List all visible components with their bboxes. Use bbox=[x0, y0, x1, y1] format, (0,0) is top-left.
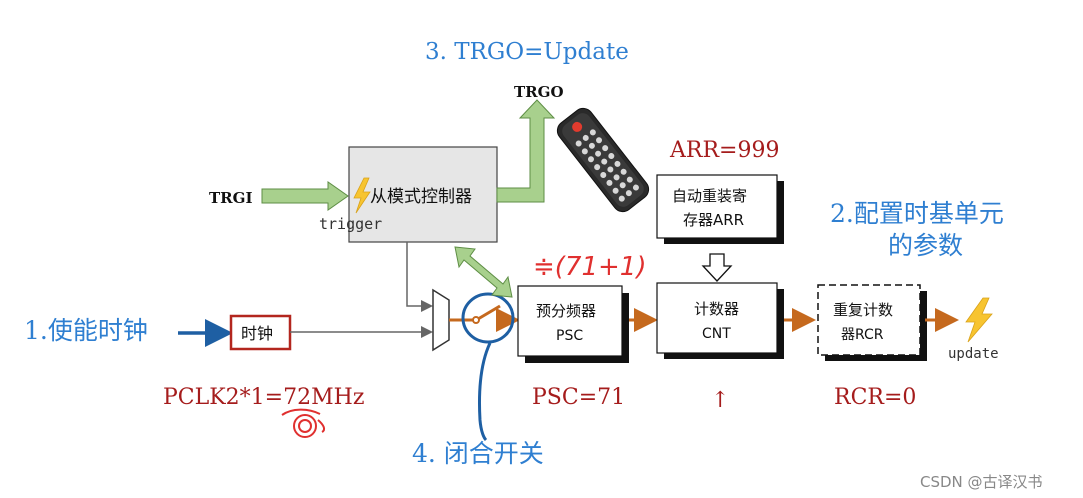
csdn-watermark: CSDN @古译汉书 bbox=[920, 473, 1043, 491]
step-3-trgo-update: 3. TRGO=Update bbox=[425, 39, 629, 65]
auto-reload-block bbox=[656, 174, 778, 239]
controller-to-mux-line bbox=[406, 242, 433, 312]
arr-to-cnt-arrow bbox=[701, 253, 733, 282]
clock-block bbox=[229, 314, 292, 351]
trgi-label: TRGI bbox=[209, 189, 252, 207]
counter-block bbox=[656, 282, 778, 354]
arr-value: ARR=999 bbox=[669, 138, 779, 163]
update-bolt-icon bbox=[965, 297, 993, 343]
step-1-enable-clock: 1.使能时钟 bbox=[24, 316, 148, 345]
trgo-arrow bbox=[496, 99, 556, 203]
step-2-config-line1: 2.配置时基单元 bbox=[830, 199, 1004, 228]
remote-control-icon bbox=[556, 107, 650, 213]
update-label: update bbox=[948, 346, 999, 362]
pclk-value: PCLK2*1=72MHz bbox=[163, 385, 364, 410]
counter-label-line1: 计数器 bbox=[694, 300, 739, 318]
prescaler-factor-note: ≑(71+1) bbox=[533, 252, 646, 282]
trgo-label: TRGO bbox=[514, 83, 564, 101]
clock-mux bbox=[432, 288, 450, 352]
prescaler-label-line2: PSC bbox=[556, 328, 583, 344]
rcr-value: RCR=0 bbox=[834, 385, 916, 410]
repetition-label-line1: 重复计数 bbox=[833, 301, 893, 319]
trigger-bolt-icon bbox=[353, 177, 371, 214]
frequency-scribble-mark bbox=[281, 408, 326, 438]
controller-psc-link-arrow bbox=[454, 246, 513, 298]
repetition-block bbox=[817, 284, 921, 356]
repetition-label-line2: 器RCR bbox=[841, 327, 884, 343]
slave-mode-controller-block bbox=[348, 146, 498, 243]
prescaler-label-line1: 预分频器 bbox=[536, 302, 596, 320]
switch-pointer-stroke bbox=[478, 342, 492, 442]
slave-mode-controller-label: 从模式控制器 bbox=[370, 187, 472, 207]
auto-reload-label-line2: 存器ARR bbox=[683, 211, 744, 229]
psc-value: PSC=71 bbox=[532, 385, 625, 410]
trgi-arrow bbox=[261, 181, 349, 211]
step-4-close-switch: 4. 闭合开关 bbox=[412, 439, 544, 468]
switch-blade bbox=[477, 304, 501, 321]
clock-label: 时钟 bbox=[241, 324, 273, 343]
step-2-config-line2: 的参数 bbox=[888, 231, 963, 260]
counter-label-line2: CNT bbox=[702, 326, 731, 342]
prescaler-block bbox=[517, 285, 623, 357]
auto-reload-label-line1: 自动重装寄 bbox=[672, 187, 747, 205]
trigger-label: trigger bbox=[319, 215, 382, 233]
switch-highlight-circle bbox=[461, 292, 515, 344]
counter-up-arrow: ↑ bbox=[711, 388, 729, 413]
